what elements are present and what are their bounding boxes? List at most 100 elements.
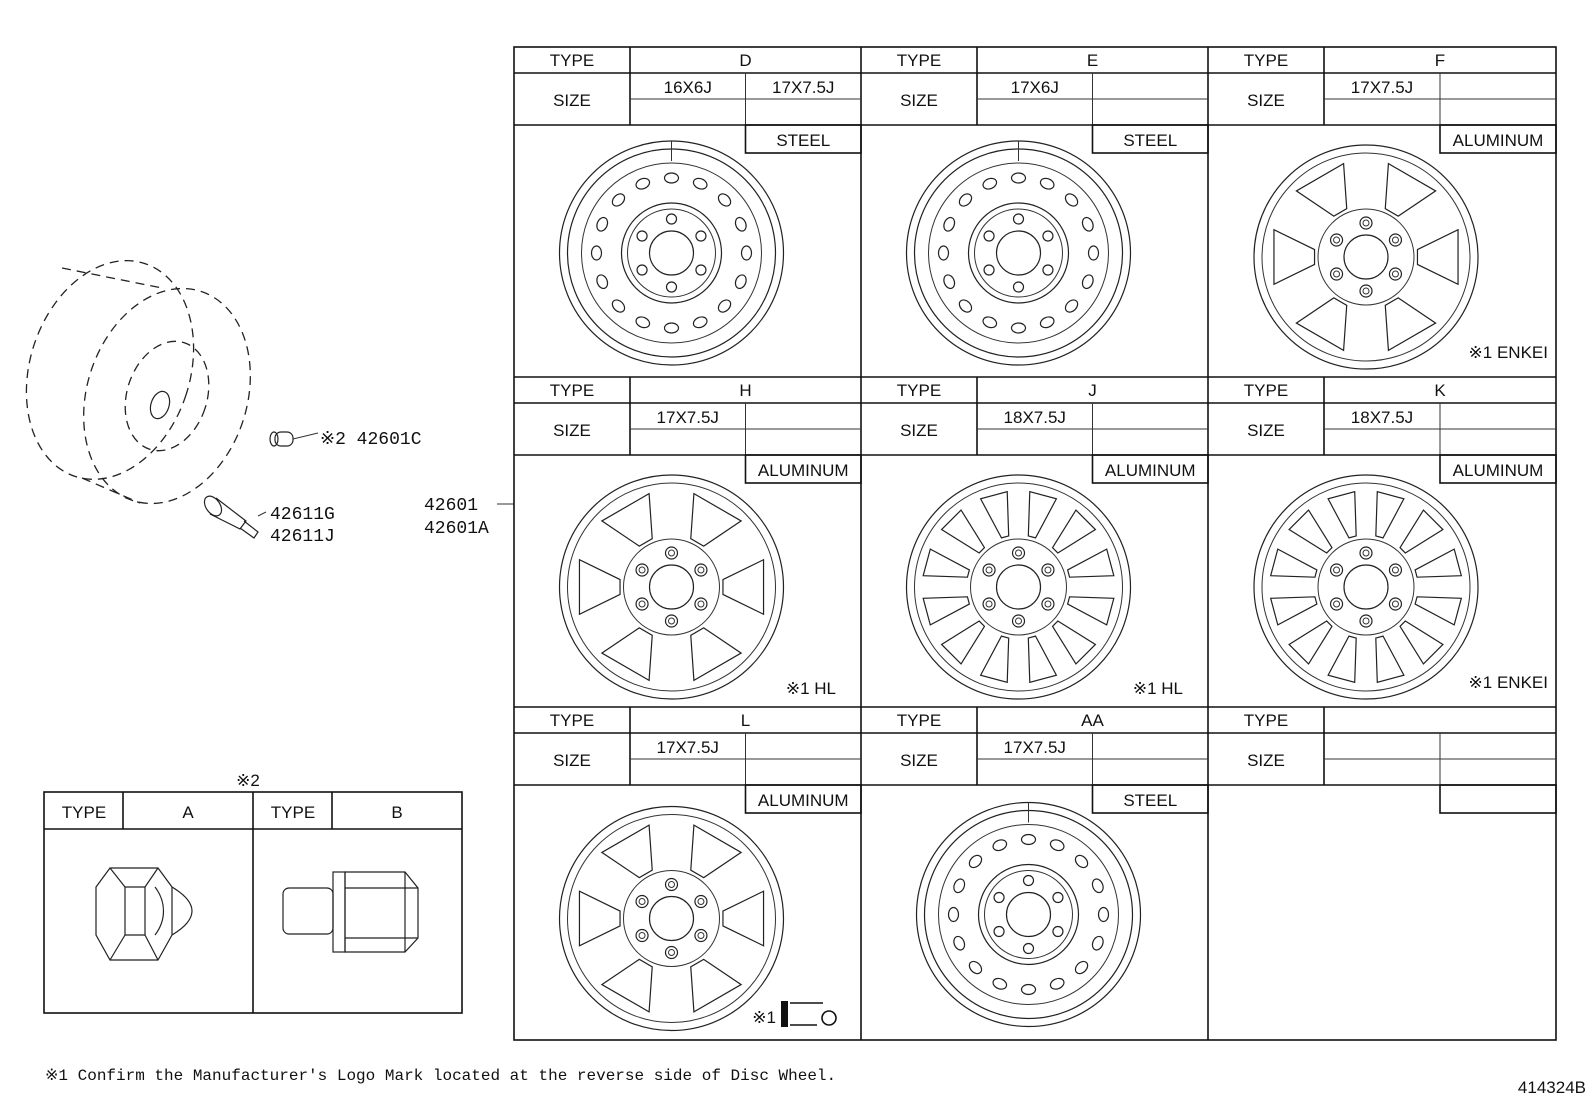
type-label: TYPE — [550, 381, 594, 400]
hub-plate-inner — [974, 208, 1063, 298]
wheel-part-number-2: 42601A — [424, 519, 489, 539]
material-label: STEEL — [776, 131, 830, 150]
acorn-nut-drawing — [95, 867, 193, 961]
lug-hole-inner — [1015, 549, 1022, 557]
center-bore — [1343, 234, 1389, 280]
lug-hole — [694, 928, 708, 943]
material-box — [1091, 124, 1209, 154]
spoke-window — [690, 492, 743, 547]
lug-hole — [1388, 563, 1403, 577]
type-value: D — [739, 51, 751, 70]
material-label: ALUMINUM — [758, 791, 849, 810]
lug-hole — [1388, 267, 1403, 281]
size-value-1: 17X7.5J — [1351, 78, 1413, 97]
wheel-drawing-j — [905, 474, 1132, 700]
lug-hole-inner — [697, 932, 705, 939]
material-box — [744, 124, 862, 154]
vent-hole — [943, 274, 956, 290]
center-bore — [995, 230, 1042, 276]
spoke-window — [722, 890, 765, 947]
vent-hole — [1039, 316, 1055, 329]
lug-hole-inner — [1362, 549, 1370, 557]
material-label: ALUMINUM — [758, 461, 849, 480]
material-label: STEEL — [1123, 131, 1177, 150]
lug-hole — [1329, 597, 1344, 611]
lug-hole — [1022, 942, 1035, 955]
vent-hole — [968, 854, 983, 869]
hub-plate — [977, 863, 1080, 966]
hub-plate — [1317, 208, 1415, 306]
lug-hole — [635, 563, 649, 577]
logo-mark-icon — [781, 1001, 788, 1027]
lug-hole — [1052, 891, 1064, 904]
vent-hole — [692, 177, 708, 190]
hub-plate — [620, 202, 723, 304]
size-label: SIZE — [900, 421, 938, 440]
type-label: TYPE — [897, 381, 941, 400]
type-label: TYPE — [550, 51, 594, 70]
spoke-window — [1399, 509, 1444, 554]
vent-hole — [1087, 245, 1100, 261]
lug-hole-inner — [1362, 287, 1370, 295]
spoke-window — [600, 958, 653, 1013]
lug-hole — [982, 597, 996, 611]
lug-hole-inner — [985, 566, 993, 574]
vent-hole — [1091, 878, 1104, 894]
size-label: SIZE — [1247, 421, 1285, 440]
lug-hole — [664, 614, 679, 628]
spoke-window — [578, 558, 621, 616]
wheel-drawing-aa — [915, 801, 1142, 1028]
wheel-rim-inner — [567, 482, 776, 692]
vent-hole — [1049, 977, 1065, 990]
lug-hole-inner — [1044, 566, 1052, 574]
type-value: J — [1088, 381, 1097, 400]
center-bore — [1343, 564, 1389, 610]
vent-hole — [958, 299, 973, 313]
lug-hole-inner — [1015, 617, 1022, 625]
type-value: L — [741, 711, 750, 730]
type-label: TYPE — [1244, 51, 1288, 70]
wheel-rim-inner — [913, 148, 1124, 358]
size-value-2: 17X7.5J — [772, 78, 834, 97]
vent-hole — [1074, 960, 1089, 975]
vent-hole — [611, 193, 626, 207]
material-box — [744, 454, 862, 484]
vent-hole — [992, 839, 1008, 852]
vent-hole — [1074, 854, 1089, 869]
lug-hole — [1052, 925, 1064, 938]
vent-hole — [953, 878, 966, 894]
vent-hole — [734, 216, 747, 232]
wheel-drawing-f — [1253, 144, 1479, 370]
spoke-window — [1399, 620, 1444, 665]
lug-hole — [1012, 213, 1025, 225]
wheel-drawing-d — [558, 140, 785, 366]
wheel-rim — [1253, 144, 1479, 370]
lug-hole-inner — [1333, 600, 1341, 608]
lug-hole — [1359, 546, 1373, 560]
wheel-rim-inner — [914, 482, 1123, 692]
wheel-rim — [558, 140, 785, 366]
size-label: SIZE — [900, 751, 938, 770]
spoke-window — [979, 490, 1010, 539]
material-box — [1439, 124, 1557, 154]
vent-hole — [596, 216, 609, 232]
type-value: K — [1434, 381, 1446, 400]
extended-nut-drawing — [282, 871, 419, 953]
nut-table: ※2 TYPE A TYPE B — [43, 771, 463, 1014]
lug-hole-inner — [1333, 236, 1341, 244]
hub-plate — [967, 202, 1070, 304]
spoke-window — [1027, 490, 1058, 539]
lug-hole — [1042, 264, 1054, 276]
spoke-window — [600, 824, 653, 879]
spoke-window — [940, 509, 986, 554]
valve-part-number-2: 42611J — [270, 527, 335, 547]
material-box — [1439, 784, 1557, 814]
hub-plate — [623, 538, 720, 636]
vent-hole — [1020, 983, 1037, 996]
lug-hole — [1012, 281, 1025, 293]
lug-hole — [1359, 284, 1373, 298]
size-label: SIZE — [1247, 751, 1285, 770]
